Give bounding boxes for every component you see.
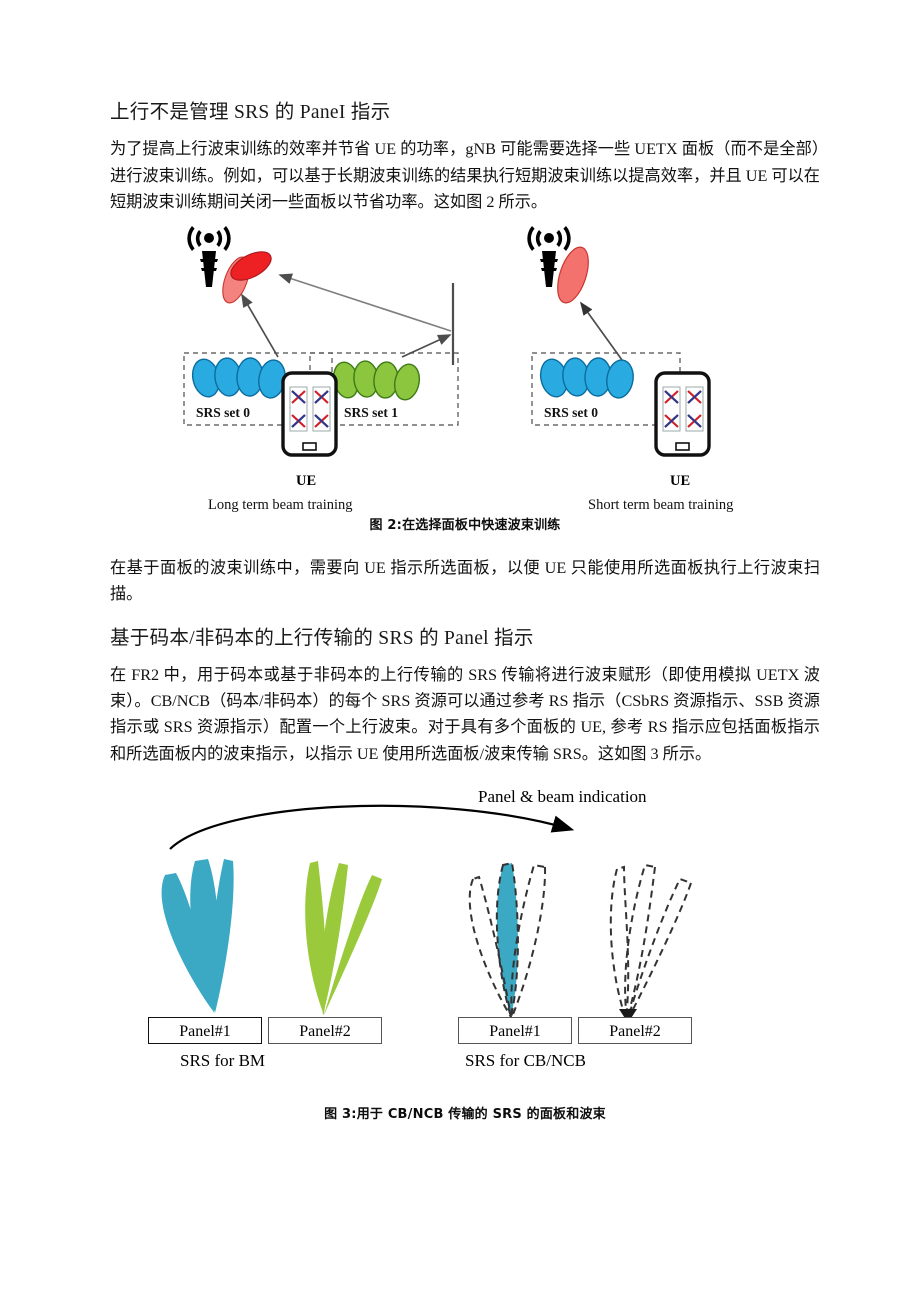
figure-2-right-ue-label: UE xyxy=(670,473,691,490)
figure-2-right-mode-label: Short term beam training xyxy=(588,497,734,514)
figure-3-indication-label: Panel & beam indication xyxy=(478,786,647,806)
beam-arrow-tip xyxy=(619,1008,637,1023)
figure-3-left-title: SRS for BM xyxy=(180,1050,266,1070)
srs-set-1-beams xyxy=(332,360,421,401)
figure-2-left-ue-label: UE xyxy=(296,473,317,490)
gnb-tower-icon xyxy=(527,226,571,288)
section-heading-cb-ncb-srs-panel: 基于码本/非码本的上行传输的 SRS 的 Panel 指示 xyxy=(110,627,534,649)
figure-2-caption: 图 2:在选择面板中快速波束训练 xyxy=(369,518,561,534)
ue-phone-icon xyxy=(654,371,711,457)
gnb-beam-red-main xyxy=(557,246,589,304)
figure-2-right-srs-set-0-label: SRS set 0 xyxy=(544,405,599,421)
figure-2-left-scenario: UE Long term beam training SRS set 0 SRS… xyxy=(170,225,510,513)
figure-3-right-panel-2[interactable]: Panel#2 xyxy=(578,1016,692,1044)
figure-2-left-srs-set-1-label: SRS set 1 xyxy=(344,405,399,421)
arrow-srs1-to-reflector xyxy=(401,334,452,358)
document-content: 上行不是管理 SRS 的 PaneI 指示 为了提高上行波束训练的效率并节省 U… xyxy=(110,100,820,1122)
srs-set-0-beams xyxy=(191,357,286,399)
ue-phone-icon xyxy=(281,371,338,457)
figure-2-left-mode-label: Long term beam training xyxy=(208,497,353,514)
srs-set-0-beams xyxy=(539,357,634,399)
arrow-srs0-to-gnb xyxy=(580,301,623,361)
gnb-beam-red-group xyxy=(222,251,272,304)
figure-3: Panel & beam indication Panel#1 Panel#2 … xyxy=(110,787,820,1077)
arrow-srs0-to-gnb xyxy=(241,293,279,358)
figure-2-right-diagram xyxy=(527,226,711,457)
figure-2-left-srs-set-0-label: SRS set 0 xyxy=(196,405,251,421)
figure-3-right-title: SRS for CB/NCB xyxy=(465,1050,586,1070)
figure-2-right-scenario: UE Short term beam training SRS set 0 xyxy=(510,225,810,513)
gnb-tower-icon xyxy=(187,226,231,288)
panel-beam-indication-arrow xyxy=(169,804,575,850)
figure-2: UE Long term beam training SRS set 0 SRS… xyxy=(110,225,820,513)
figure-2-left-diagram xyxy=(183,226,459,457)
srs-set-1-box xyxy=(309,352,459,426)
arrow-reflector-to-gnb xyxy=(278,273,452,332)
section-heading-uplink-srs-panel: 上行不是管理 SRS 的 PaneI 指示 xyxy=(110,102,391,123)
figure-3-left-beams xyxy=(161,858,382,1015)
paragraph-fr2-srs: 在 FR2 中，用于码本或基于非码本的上行传输的 SRS 传输将进行波束赋形（即… xyxy=(110,665,820,763)
paragraph-panel-based-training: 在基于面板的波束训练中，需要向 UE 指示所选面板，以便 UE 只能使用所选面板… xyxy=(110,559,820,604)
figure-3-left-panel-1[interactable]: Panel#1 xyxy=(148,1016,262,1044)
figure-3-right-panel-1[interactable]: Panel#1 xyxy=(458,1016,572,1044)
figure-3-caption: 图 3:用于 CB/NCB 传输的 SRS 的面板和波束 xyxy=(324,1106,606,1122)
gnb-beam-red-main xyxy=(230,251,272,281)
figure-3-left-panel-2[interactable]: Panel#2 xyxy=(268,1016,382,1044)
figure-3-right-beams xyxy=(468,861,693,1023)
paragraph-uplink-beam-training: 为了提高上行波束训练的效率并节省 UE 的功率，gNB 可能需要选择一些 UET… xyxy=(110,140,820,211)
